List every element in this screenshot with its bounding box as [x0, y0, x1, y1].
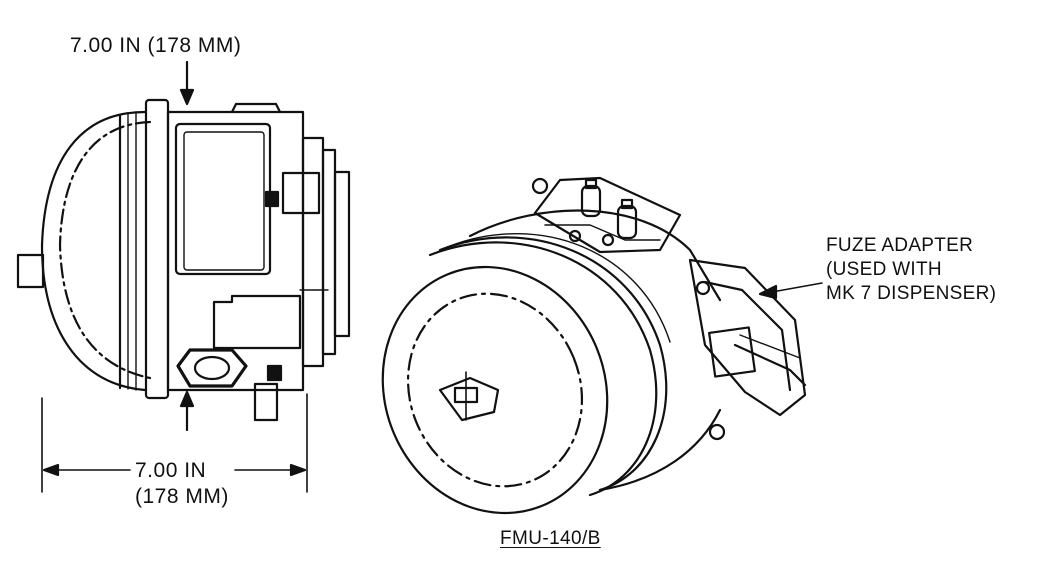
perspective-view-drawing: [381, 176, 807, 515]
callout-line-2: (USED WITH: [826, 259, 942, 280]
side-view-drawing: [16, 98, 351, 422]
callout-leader: [758, 282, 823, 300]
width-dimension-metric-label: (178 MM): [135, 485, 229, 508]
figure-label: FMU-140/B: [500, 528, 601, 549]
height-dimension: [179, 60, 195, 432]
fuze-adapter-callout: FUZE ADAPTER (USED WITH MK 7 DISPENSER): [826, 234, 996, 306]
width-dimension-label: 7.00 IN: [135, 459, 207, 482]
callout-line-1: FUZE ADAPTER: [826, 235, 974, 256]
width-dimension: [41, 393, 308, 493]
height-dimension-label: 7.00 IN (178 MM): [70, 34, 242, 57]
callout-line-3: MK 7 DISPENSER): [826, 283, 997, 304]
